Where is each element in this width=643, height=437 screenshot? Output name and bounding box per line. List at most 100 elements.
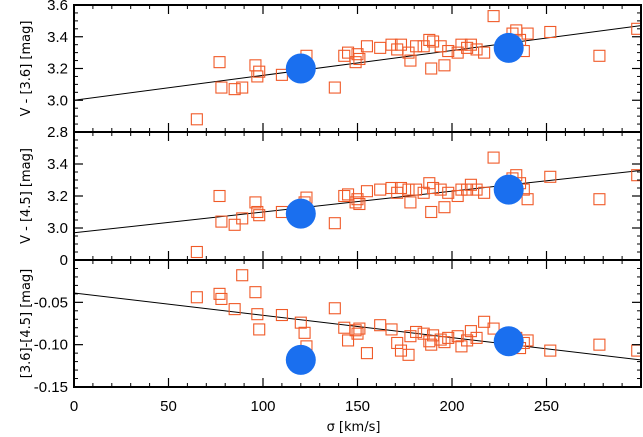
data-point-square [402, 46, 415, 59]
x-tick-label: 200 [439, 398, 464, 415]
data-point-square [434, 333, 447, 346]
y-tick-label: 3.0 [47, 92, 68, 109]
data-point-square [215, 81, 228, 94]
data-point-square [394, 344, 408, 357]
data-point-square [461, 41, 474, 54]
y-tick-label: 3.2 [47, 188, 68, 205]
data-point-square [478, 315, 491, 328]
data-point-square [487, 10, 500, 23]
fit-line [74, 292, 641, 361]
data-point-square [461, 183, 474, 196]
data-point-square [294, 316, 307, 329]
data-point-square [236, 212, 249, 225]
data-point-square [341, 334, 355, 347]
data-point-square [190, 291, 203, 304]
data-point-square [353, 197, 366, 211]
data-point-square [442, 186, 455, 199]
data-point-circle [493, 32, 524, 63]
data-point-square [470, 331, 483, 344]
data-point-square [404, 196, 417, 209]
data-point-square [423, 177, 436, 190]
y-tick-label: -0.15 [34, 379, 68, 396]
data-point-square [385, 323, 398, 336]
data-point-square [402, 348, 415, 361]
panel-1: 2.83.03.23.43.6V - [3.6] [mag] [19, 0, 642, 141]
data-point-circle [285, 53, 316, 84]
data-point-square [374, 183, 387, 196]
plot-area [74, 10, 641, 126]
data-point-square [349, 324, 362, 337]
data-point-square [423, 33, 436, 46]
panel-2: 3.03.23.4V - [4.5] [mag] [19, 131, 642, 261]
y-tick-label: 3.6 [47, 0, 68, 14]
data-point-square [298, 326, 311, 339]
data-point-square [410, 325, 423, 339]
data-point-square [351, 48, 364, 61]
data-point-circle [493, 174, 524, 205]
data-point-square [438, 336, 451, 349]
data-point-square [438, 59, 451, 72]
data-point-square [360, 185, 374, 198]
data-point-square [434, 40, 447, 53]
data-point-square [438, 201, 451, 214]
data-point-square [338, 189, 351, 203]
data-point-square [394, 38, 408, 51]
data-point-square [353, 52, 366, 66]
y-tick-label: 0 [60, 252, 68, 269]
y-axis-label: [3.6]-[4.5] [mag] [19, 269, 34, 378]
data-point-square [228, 303, 241, 316]
data-point-square [275, 205, 288, 219]
data-point-square [341, 188, 355, 201]
fit-line [74, 25, 641, 101]
data-point-circle [493, 326, 524, 357]
data-point-square [251, 70, 264, 83]
x-tick-label: 100 [250, 398, 275, 415]
y-tick-label: -0.10 [34, 337, 68, 354]
plot-area [74, 151, 641, 259]
y-tick-label: 3.4 [47, 29, 68, 46]
data-point-square [521, 334, 534, 347]
data-point-square [544, 25, 557, 39]
y-tick-label: 3.2 [47, 61, 68, 78]
panel-frame [73, 131, 642, 261]
panel-frame [73, 4, 642, 133]
data-point-square [427, 35, 440, 48]
data-point-square [451, 46, 464, 59]
data-point-square [328, 81, 341, 94]
data-point-square [228, 83, 241, 96]
data-point-square [328, 217, 341, 230]
data-point-square [249, 59, 262, 72]
data-point-square [213, 189, 226, 203]
data-point-square [427, 329, 440, 342]
data-point-square [434, 183, 447, 196]
y-axis-label: V - [4.5] [mag] [19, 148, 34, 244]
y-tick-label: -0.05 [34, 294, 68, 311]
data-point-square [487, 322, 500, 335]
data-point-square [410, 40, 423, 53]
data-point-square [470, 183, 483, 196]
data-point-square [593, 49, 606, 62]
data-point-square [427, 181, 440, 195]
data-point-square [442, 331, 455, 344]
data-point-square [328, 302, 341, 315]
data-point-square [451, 189, 464, 203]
data-point-square [190, 245, 203, 259]
data-point-square [338, 49, 351, 62]
data-point-square [338, 321, 351, 334]
data-point-square [442, 44, 455, 58]
data-point-square [275, 308, 288, 322]
data-point-square [391, 336, 404, 350]
data-point-square [394, 181, 408, 195]
data-point-square [349, 56, 362, 69]
data-point-square [470, 43, 483, 56]
data-point-square [360, 347, 374, 360]
data-point-square [521, 193, 534, 206]
data-point-square [478, 186, 491, 199]
data-point-square [228, 218, 241, 231]
data-point-square [275, 68, 288, 81]
y-axis-label: V - [3.6] [mag] [19, 21, 34, 117]
x-tick-label: 250 [534, 398, 559, 415]
data-point-square [521, 27, 534, 40]
data-point-square [236, 81, 249, 94]
